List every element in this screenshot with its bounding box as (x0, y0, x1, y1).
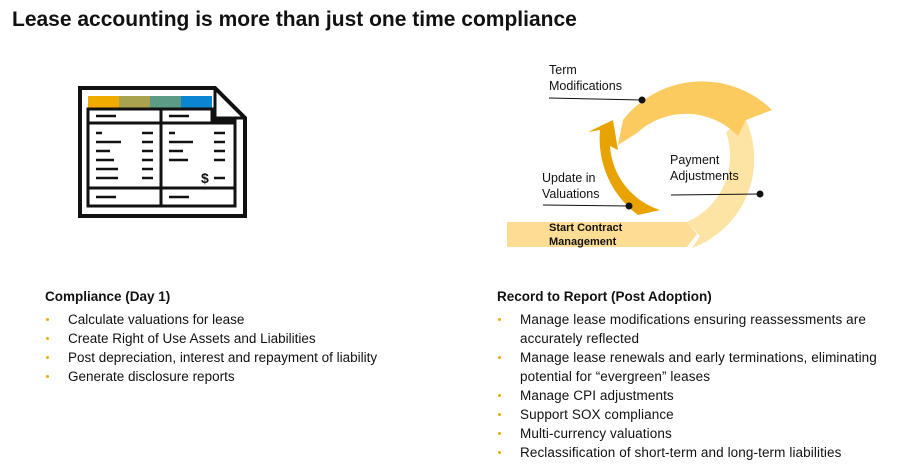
start-contract-label: Start Contract Management (549, 222, 623, 248)
bullet-icon (498, 413, 501, 416)
payment-adjustments-label: Payment Adjustments (670, 153, 739, 183)
compliance-section: Compliance (Day 1) Calculate valuations … (45, 289, 425, 386)
list-item: Multi-currency valuations (497, 424, 897, 443)
record-to-report-section: Record to Report (Post Adoption) Manage … (497, 289, 897, 462)
list-item: Reclassification of short-term and long-… (497, 443, 897, 462)
compliance-heading: Compliance (Day 1) (45, 289, 171, 304)
bullet-icon (46, 356, 49, 359)
update-valuations-arc (588, 120, 660, 215)
list-item: Generate disclosure reports (45, 367, 425, 386)
payment-dot (756, 190, 764, 198)
list-item: Manage lease renewals and early terminat… (497, 348, 897, 386)
term-dot (638, 96, 646, 104)
header-color-2 (119, 96, 150, 109)
spreadsheet-document-icon: $ (70, 80, 260, 220)
bullet-icon (46, 318, 49, 321)
lease-lifecycle-diagram (500, 50, 800, 265)
start-contract-arrow (507, 222, 697, 247)
bullet-icon (498, 451, 501, 454)
list-item: Manage lease modifications ensuring reas… (497, 310, 897, 348)
currency-glyph: $ (201, 170, 209, 186)
page-title: Lease accounting is more than just one t… (12, 8, 577, 31)
list-item: Create Right of Use Assets and Liabiliti… (45, 329, 425, 348)
header-color-4 (181, 96, 212, 109)
valuations-dot (625, 202, 633, 210)
compliance-list: Calculate valuations for lease Create Ri… (45, 310, 425, 386)
bullet-icon (498, 432, 501, 435)
list-item: Support SOX compliance (497, 405, 897, 424)
record-to-report-list: Manage lease modifications ensuring reas… (497, 310, 897, 462)
bullet-icon (46, 337, 49, 340)
list-item: Post depreciation, interest and repaymen… (45, 348, 410, 367)
bullet-icon (498, 356, 501, 359)
term-modifications-label: Term Modifications (549, 63, 622, 93)
update-valuations-label: Update in Valuations (542, 171, 600, 201)
record-to-report-heading: Record to Report (Post Adoption) (497, 289, 712, 304)
header-color-1 (88, 96, 119, 109)
bullet-icon (498, 394, 501, 397)
bullet-icon (46, 375, 49, 378)
payment-adjustments-arc (687, 118, 755, 248)
header-color-3 (150, 96, 181, 109)
bullet-icon (498, 318, 501, 321)
term-modifications-arc (618, 81, 772, 145)
list-item: Manage CPI adjustments (497, 386, 897, 405)
list-item: Calculate valuations for lease (45, 310, 425, 329)
